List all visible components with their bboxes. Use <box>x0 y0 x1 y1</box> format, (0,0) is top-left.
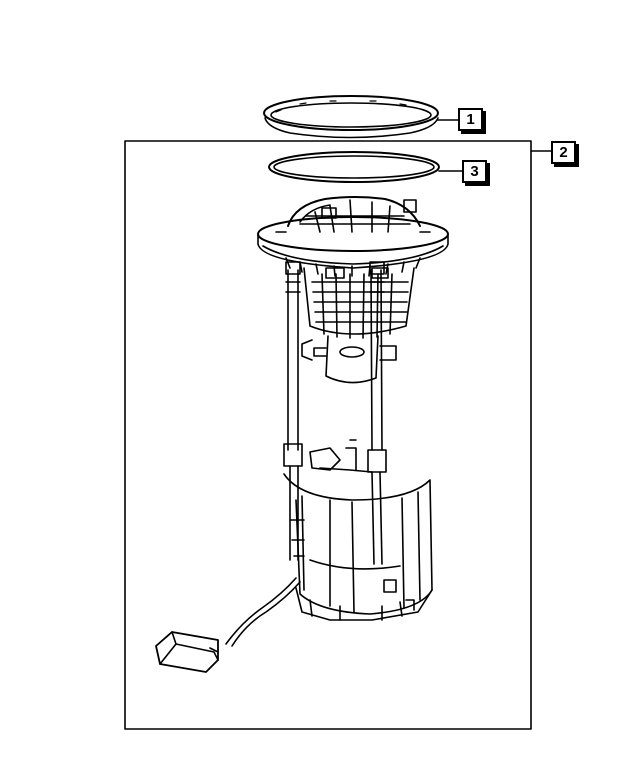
reservoir-bucket <box>283 439 433 621</box>
module-flange <box>257 196 449 277</box>
callout-3: 3 <box>462 160 487 183</box>
wire-harness <box>225 577 301 647</box>
callout-1: 1 <box>458 108 483 131</box>
electrical-connector <box>155 631 219 673</box>
filter-cage <box>301 267 415 384</box>
callout-2: 2 <box>551 141 576 164</box>
lock-ring <box>263 95 439 139</box>
guide-rods <box>285 261 385 451</box>
assembly-box <box>124 140 532 730</box>
seal-ring <box>268 151 440 183</box>
